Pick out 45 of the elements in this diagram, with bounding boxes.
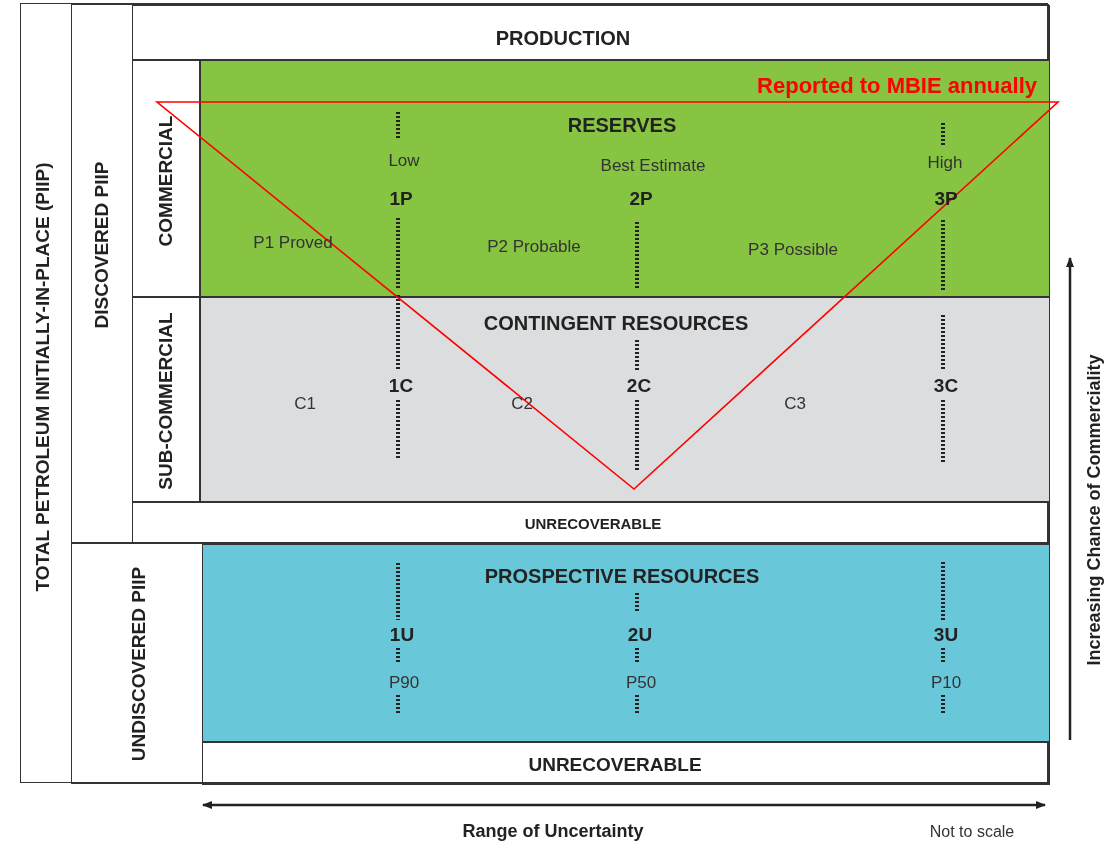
category-code: P10	[930, 673, 962, 693]
estimate-label: 1C	[388, 375, 414, 397]
prospective-panel	[202, 544, 1050, 742]
category-label: UNDISCOVERED PIIP	[128, 566, 150, 762]
section-heading: RESERVES	[567, 114, 677, 136]
category-panel	[20, 3, 1048, 783]
category-label: SUB-COMMERCIAL	[155, 312, 177, 490]
axis-label: Increasing Chance of Commerciality	[1085, 354, 1105, 666]
category-band	[132, 60, 200, 297]
category-code: 1P	[389, 188, 413, 210]
section-heading: PROSPECTIVE RESOURCES	[484, 565, 760, 587]
estimate-label: 1U	[389, 624, 415, 646]
class-label: P1 Proved	[252, 233, 334, 253]
section-heading: CONTINGENT RESOURCES	[483, 312, 749, 334]
category-label: PRODUCTION	[495, 27, 631, 49]
category-label: UNRECOVERABLE	[524, 515, 662, 533]
contingent-panel	[200, 297, 1050, 502]
category-code: C1	[294, 394, 316, 414]
estimate-label: Low	[388, 151, 420, 171]
reserves-panel	[200, 60, 1050, 297]
estimate-label: 3U	[933, 624, 959, 646]
note-text: Not to scale	[929, 823, 1015, 841]
category-band	[132, 5, 1050, 60]
category-band	[132, 297, 200, 502]
category-panel	[71, 4, 1049, 543]
category-label: DISCOVERED PIIP	[91, 161, 113, 329]
estimate-label: 2U	[627, 624, 653, 646]
estimate-label: 3C	[933, 375, 959, 397]
category-panel	[71, 543, 1049, 784]
estimate-label: High	[927, 153, 963, 173]
class-label: P2 Probable	[486, 237, 582, 257]
category-label: UNRECOVERABLE	[528, 754, 702, 776]
annotation-text: Reported to MBIE annually	[757, 73, 1037, 99]
category-label: TOTAL PETROLEUM INITIALLY-IN-PLACE (PIIP)	[32, 162, 54, 592]
axis-label: Range of Uncertainty	[462, 822, 644, 842]
estimate-label: Best Estimate	[600, 156, 706, 176]
class-label: P3 Possible	[747, 240, 839, 260]
category-label: COMMERCIAL	[155, 115, 177, 247]
category-code: P90	[388, 673, 420, 693]
estimate-label: 2C	[626, 375, 652, 397]
category-code: C2	[511, 394, 533, 414]
category-band	[202, 742, 1050, 785]
category-code: 2P	[629, 188, 653, 210]
category-code: C3	[784, 394, 806, 414]
category-code: P50	[625, 673, 657, 693]
